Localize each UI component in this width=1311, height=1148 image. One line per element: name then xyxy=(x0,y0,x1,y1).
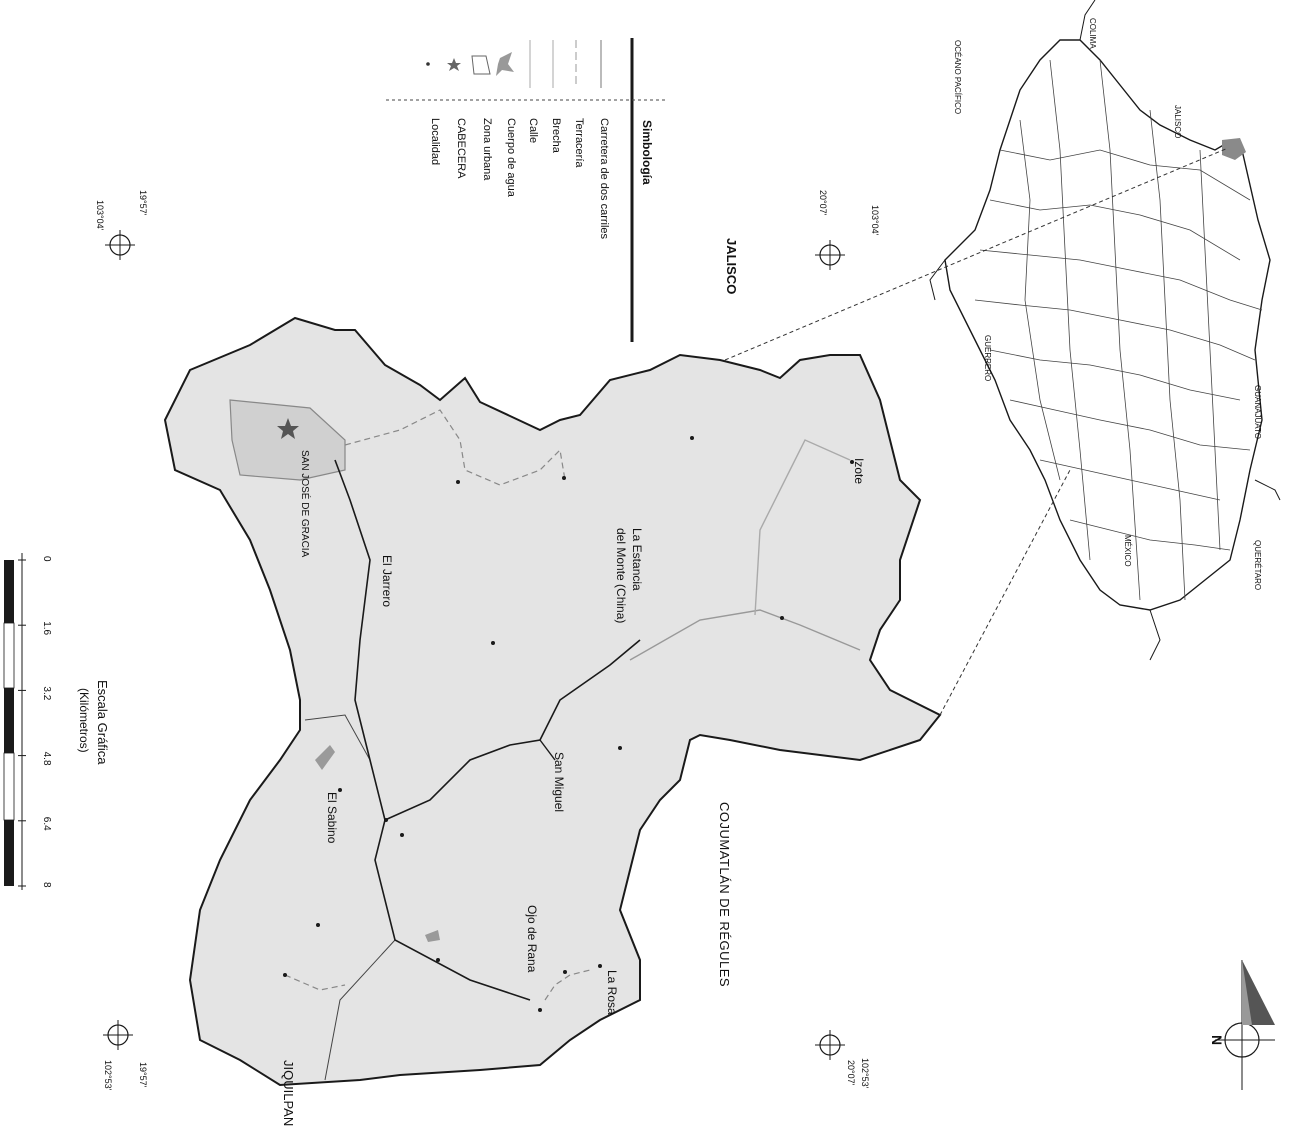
scale-title: Escala Gráfica xyxy=(95,680,110,765)
coord-marker-bottom-left: 19°57' 103°04' xyxy=(95,190,148,260)
coord-marker-bottom-right: 19°57' 102°53' xyxy=(103,1020,148,1091)
label-ojo-de-rana: Ojo de Rana xyxy=(525,905,539,973)
svg-text:20°07': 20°07' xyxy=(846,1060,856,1086)
scale-tick-label: 4.8 xyxy=(41,752,52,766)
inset-label-colima: COLIMA xyxy=(1088,18,1097,49)
north-label: N xyxy=(1209,1035,1225,1045)
trail xyxy=(344,409,566,486)
internal-boundary xyxy=(324,939,396,1081)
svg-text:103°04': 103°04' xyxy=(95,200,105,231)
urban-zone xyxy=(229,399,346,481)
head-town-star xyxy=(277,418,299,439)
svg-text:19°57': 19°57' xyxy=(138,1062,148,1088)
legend-item-water_body: Cuerpo de agua xyxy=(505,118,517,198)
scale-tick-label: 6.4 xyxy=(41,817,52,831)
label-san-miguel: San Miguel xyxy=(552,752,566,812)
legend-item-urban_zone: Zona urbana xyxy=(481,118,493,181)
inset-label-guerrero: GUERRERO xyxy=(983,335,992,381)
svg-text:19°57': 19°57' xyxy=(138,190,148,216)
scale-unit: (Kilómetros) xyxy=(77,688,91,753)
label-la-rosa: La Rosa xyxy=(605,970,619,1015)
legend-symbol-cabecera xyxy=(447,58,461,71)
inset-label-mexico: MÉXICO xyxy=(1123,535,1132,567)
label-el-jarrero: El Jarrero xyxy=(380,555,394,607)
svg-text:La Estancia del Monte (C: La Estancia del Monte (China) xyxy=(614,528,644,623)
inset-map: COLIMA OCÉANO PACÍFICO JALISCO GUERRERO … xyxy=(724,0,1281,716)
inset-label-jalisco: JALISCO xyxy=(1173,105,1182,138)
legend-title: Simbología xyxy=(640,120,654,185)
legend-symbol-locality xyxy=(426,62,430,66)
locality-dots xyxy=(283,436,854,1012)
scale-bar: 0 1.6 3.2 4.8 6.4 8 Escala Gráfica (Kilómetro… xyxy=(3,553,110,890)
svg-text:102°53': 102°53' xyxy=(103,1060,113,1091)
scale-tick-label: 8 xyxy=(41,882,52,888)
water-body xyxy=(425,930,440,942)
trail xyxy=(284,974,346,991)
neighbor-south: JIQUILPAN xyxy=(281,1060,296,1126)
label-el-sabino: El Sabino xyxy=(325,792,339,844)
coord-marker-top-right: 102°53' 20°07' xyxy=(815,1030,870,1089)
road-two-lane xyxy=(384,639,641,821)
water-body xyxy=(315,745,335,770)
road-two-lane xyxy=(334,459,531,1001)
label-cabecera: SAN JOSÉ DE GRACIA xyxy=(299,450,312,558)
svg-text:102°53': 102°53' xyxy=(860,1058,870,1089)
legend-item-locality: Localidad xyxy=(429,118,441,165)
legend-symbol-urban xyxy=(471,55,491,75)
svg-text:103°04': 103°04' xyxy=(870,205,880,236)
inset-label-guanajuato: GUANAJUATO xyxy=(1253,385,1262,439)
legend: Simbología Carretera de dos carriles Terr… xyxy=(386,38,668,342)
legend-item-two_lane_road: Carretera de dos carriles xyxy=(598,118,610,240)
scale-tick-label: 3.2 xyxy=(41,686,52,700)
dirt-road xyxy=(754,439,851,616)
inset-highlight xyxy=(1222,138,1246,160)
legend-item-dirt_road: Terracería xyxy=(573,118,585,168)
north-arrow: N xyxy=(1209,960,1275,1090)
municipality-area xyxy=(163,316,942,1087)
inset-label-queretaro: QUERÉTARO xyxy=(1253,540,1262,590)
label-la-estancia: La Estancia del Monte (China) xyxy=(614,528,644,623)
scale-tick-label: 1.6 xyxy=(41,621,52,635)
neighbor-north: JALISCO xyxy=(724,238,739,294)
road-two-lane xyxy=(539,739,556,761)
svg-text:20°07': 20°07' xyxy=(818,190,828,216)
coord-marker-top-left: 103°04' 20°07' xyxy=(815,190,880,270)
label-izote: Izote xyxy=(852,458,866,484)
inset-state-outline xyxy=(944,39,1271,611)
legend-item-street: Calle xyxy=(527,118,539,143)
scale-tick-label: 0 xyxy=(41,556,52,562)
legend-item-head_town: CABECERA xyxy=(455,118,467,179)
dirt-road xyxy=(629,609,861,661)
legend-item-trail: Brecha xyxy=(550,118,562,154)
inset-label-pacific: OCÉANO PACÍFICO xyxy=(953,40,962,114)
neighbor-east: COJUMATLÁN DE RÉGULES xyxy=(717,802,732,987)
inset-municipal-lines xyxy=(974,59,1263,601)
legend-symbol-water xyxy=(496,52,514,76)
